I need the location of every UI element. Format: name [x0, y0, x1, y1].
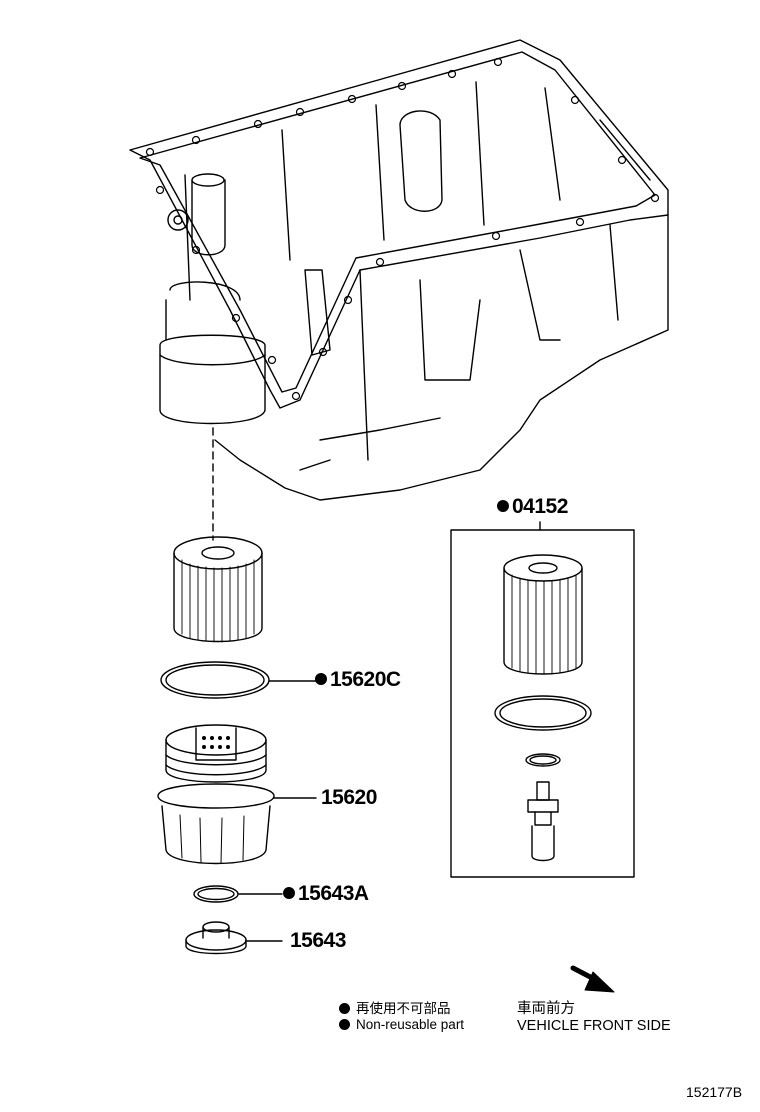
- callout-filter-cap: 15620: [321, 786, 377, 810]
- callout-o-ring-small-label: 15643A: [298, 882, 369, 905]
- legend-non-reusable-en: Non-reusable part: [339, 1017, 464, 1032]
- callout-drain-plug: 15643: [290, 929, 346, 953]
- callout-o-ring-large-label: 15620C: [330, 668, 401, 691]
- o-ring-large: [160, 661, 317, 699]
- filter-housing: [159, 281, 266, 541]
- callout-filter-cap-label: 15620: [321, 786, 377, 809]
- non-reusable-dot-icon: [339, 1003, 350, 1014]
- non-reusable-dot-icon: [315, 673, 327, 685]
- callout-filter-kit-label: 04152: [512, 495, 568, 518]
- vehicle-front-label: 車両前方 VEHICLE FRONT SIDE: [517, 1001, 671, 1035]
- callout-o-ring-small: 15643A: [283, 882, 369, 906]
- non-reusable-dot-icon: [497, 500, 509, 512]
- legend-non-reusable-jp-text: 再使用不可部品: [356, 1001, 451, 1016]
- drain-plug: [185, 921, 283, 955]
- vehicle-front-jp: 車両前方: [517, 1001, 575, 1017]
- figure-number: 152177B: [686, 1084, 743, 1100]
- filter-kit-box: [450, 521, 635, 878]
- legend-non-reusable-jp: 再使用不可部品: [339, 997, 451, 1017]
- callout-filter-kit: 04152: [497, 495, 568, 519]
- o-ring-small: [193, 885, 283, 903]
- non-reusable-dot-icon: [339, 1019, 350, 1030]
- vehicle-front-en: VEHICLE FRONT SIDE: [517, 1018, 671, 1034]
- filter-element: [173, 536, 263, 643]
- callout-o-ring-large: 15620C: [315, 668, 401, 692]
- non-reusable-dot-icon: [283, 887, 295, 899]
- legend-non-reusable-en-text: Non-reusable part: [356, 1017, 465, 1032]
- callout-drain-plug-label: 15643: [290, 929, 346, 952]
- filter-cap: [157, 724, 317, 865]
- engine-oil-pan: [129, 39, 669, 501]
- front-arrow-icon: [570, 965, 615, 993]
